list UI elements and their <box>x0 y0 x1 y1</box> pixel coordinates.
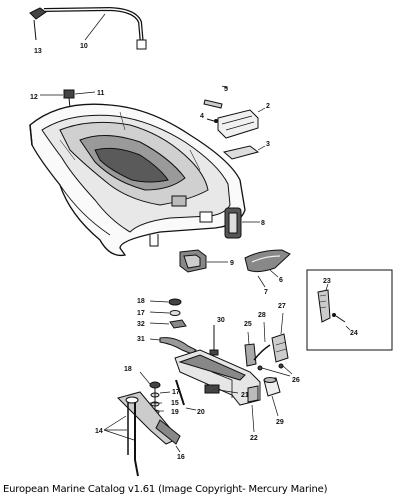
callout-2: 2 <box>266 103 270 110</box>
callout-20: 20 <box>197 409 205 416</box>
upper-stack-18-17-32-31 <box>149 298 197 355</box>
part-3-pad <box>222 145 266 160</box>
callout-11: 11 <box>97 90 105 97</box>
callout-7: 7 <box>264 289 268 296</box>
callout-22: 22 <box>250 435 258 442</box>
inset-box <box>306 269 393 351</box>
part-5-pin <box>203 99 223 109</box>
linkage-25-28 <box>244 312 293 377</box>
callout-30: 30 <box>217 317 225 324</box>
part-9-block <box>179 249 228 273</box>
callout-16: 16 <box>177 454 185 461</box>
callout-21: 21 <box>241 392 249 399</box>
callout-26: 26 <box>292 377 300 384</box>
callout-5: 5 <box>224 86 228 93</box>
callout-25: 25 <box>244 321 252 328</box>
part-22-bracket <box>174 349 261 433</box>
image-caption: European Marine Catalog v1.61 (Image Cop… <box>3 484 328 495</box>
callout-29: 29 <box>276 419 284 426</box>
callout-19: 19 <box>171 409 179 416</box>
callout-28: 28 <box>258 312 266 319</box>
part-29-bumper <box>263 377 281 417</box>
callout-24: 24 <box>350 330 358 337</box>
callout-14: 14 <box>95 428 103 435</box>
callout-4: 4 <box>200 113 204 120</box>
part-13-fitting <box>29 7 47 41</box>
part-8-grommet <box>224 207 260 239</box>
callout-13: 13 <box>34 48 42 55</box>
callout-3: 3 <box>266 141 270 148</box>
part-11-12-fitting <box>40 89 96 109</box>
callout-8: 8 <box>261 220 265 227</box>
part-2-latch-housing <box>217 107 266 139</box>
callout-9: 9 <box>230 260 234 267</box>
callout-labels: 13 10 12 11 5 4 2 3 8 9 6 7 23 24 18 17 … <box>30 43 358 461</box>
callout-27: 27 <box>278 303 286 310</box>
part-20-shaft <box>175 379 197 411</box>
bottom-cowl <box>29 103 246 257</box>
exploded-parts-diagram: 13 10 12 11 5 4 2 3 8 9 6 7 23 24 18 17 … <box>29 6 393 477</box>
callout-17a: 17 <box>137 310 145 317</box>
part-14-16-lever <box>103 391 181 477</box>
callout-18b: 18 <box>124 366 132 373</box>
callout-10: 10 <box>80 43 88 50</box>
callout-6: 6 <box>279 277 283 284</box>
callout-18a: 18 <box>137 298 145 305</box>
part-4-screw <box>206 118 218 123</box>
part-6-handle <box>244 249 291 278</box>
part-30-bolt <box>209 325 219 356</box>
callout-15: 15 <box>171 400 179 407</box>
callout-32: 32 <box>137 321 145 328</box>
callout-17b: 17 <box>172 389 180 396</box>
callout-23: 23 <box>323 278 331 285</box>
part-10-hose <box>43 6 147 50</box>
callout-12: 12 <box>30 94 38 101</box>
callout-31: 31 <box>137 336 145 343</box>
